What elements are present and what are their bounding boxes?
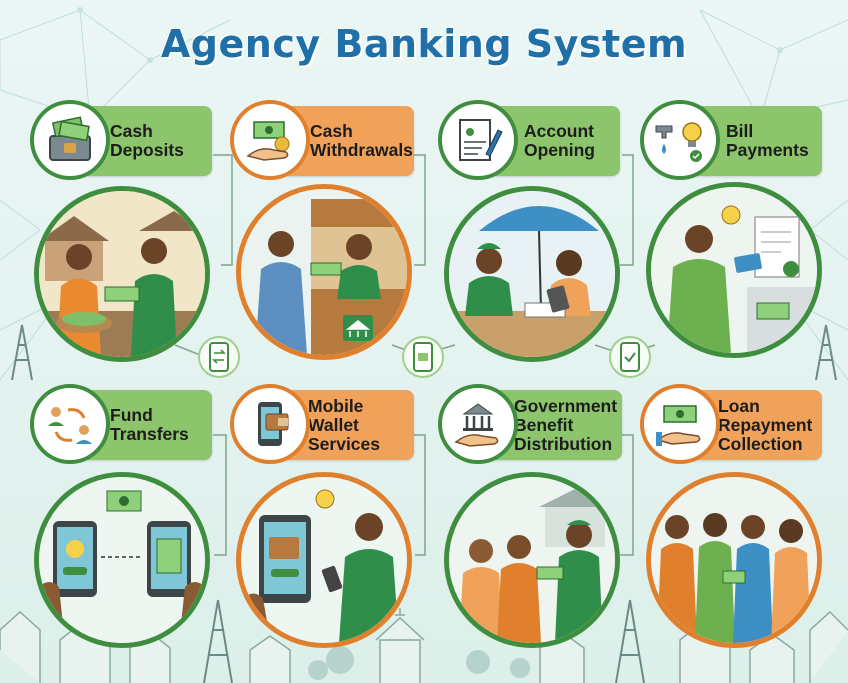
fund-transfer-scene [34,472,210,648]
loan-repayment-icon [640,384,720,464]
government-benefit-icon [438,384,518,464]
mobile-wallet-icon [230,384,310,464]
account-opening-scene [444,186,620,362]
cash-deposit-scene [34,186,210,362]
page-title: Agency Banking System [160,22,688,66]
government-benefit-scene [444,472,620,648]
cash-deposit-icon [30,100,110,180]
loan-repayment-scene [646,472,822,648]
cash-withdrawal-icon [230,100,310,180]
phone-check-icon [609,336,651,378]
account-opening-icon [438,100,518,180]
bill-payment-icon [640,100,720,180]
phone-transfer-icon [198,336,240,378]
phone-wallet-icon [402,336,444,378]
cash-withdrawal-scene [236,184,412,360]
mobile-wallet-scene [236,472,412,648]
fund-transfer-icon [30,384,110,464]
bill-payment-scene [646,182,822,358]
